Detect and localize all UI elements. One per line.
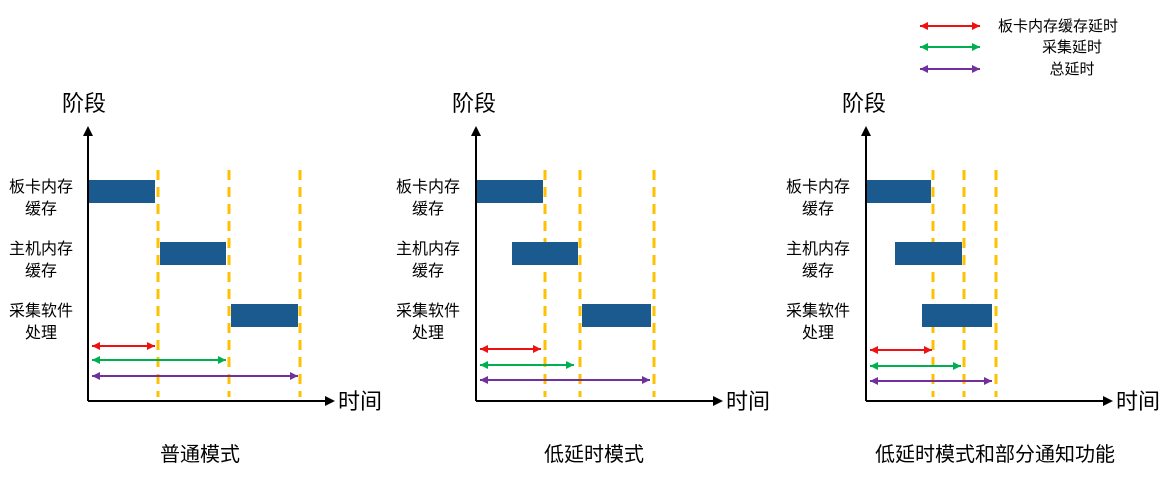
stage-bar-host-memory [895, 242, 962, 265]
stage-label: 缓存 [412, 261, 444, 280]
stage-label: 主机内存 [9, 239, 73, 258]
legend-item-board-memory-latency: 板卡内存缓存延时 [920, 17, 1118, 35]
latency-arrow-total [92, 372, 298, 380]
x-axis-label: 时间 [726, 390, 770, 415]
latency-arrow-total [870, 377, 992, 385]
stage-bar-host-memory [512, 242, 578, 265]
x-axis-label: 时间 [1116, 390, 1160, 415]
arrow-head-icon [920, 65, 928, 73]
latency-arrow-capture [870, 362, 961, 370]
stage-label: 缓存 [802, 261, 834, 280]
legend-label: 总延时 [1049, 60, 1094, 78]
panel-low-latency-mode: 阶段 时间 板卡内存 缓存 主机内存 缓存 采集软件 处理 低延时模式 [396, 92, 770, 466]
stage-label: 缓存 [802, 199, 834, 218]
stage-label: 主机内存 [786, 239, 850, 258]
latency-arrow-board-memory [92, 342, 155, 350]
legend-label: 采集延时 [1042, 38, 1102, 56]
arrow-head-icon [972, 65, 980, 73]
latency-arrow-capture [480, 361, 574, 369]
stage-label: 板卡内存 [9, 177, 73, 196]
arrow-head-icon [920, 22, 928, 30]
y-axis-label: 阶段 [842, 92, 886, 117]
stage-label: 处理 [802, 323, 834, 342]
stage-label: 处理 [412, 323, 444, 342]
latency-arrow-board-memory [870, 346, 932, 354]
panel-normal-mode: 阶段 时间 板卡内存 缓存 主机内存 缓存 采集软件 处理 普通模式 [9, 92, 382, 466]
arrow-head-icon [920, 43, 928, 51]
panel-caption: 低延时模式 [544, 442, 644, 466]
stage-bar-board-memory [89, 180, 155, 203]
legend-label: 板卡内存缓存延时 [998, 17, 1118, 35]
stage-label: 缓存 [25, 199, 57, 218]
stage-bar-host-memory [160, 242, 226, 265]
stage-label: 采集软件 [786, 301, 850, 320]
stage-bar-board-memory [867, 180, 931, 203]
stage-label: 主机内存 [396, 239, 460, 258]
stage-bar-software-processing [922, 304, 992, 327]
stage-label: 采集软件 [396, 301, 460, 320]
stage-label: 采集软件 [9, 301, 73, 320]
stage-bar-software-processing [582, 304, 651, 327]
latency-arrow-total [480, 376, 650, 384]
panel-low-latency-partial-notify: 阶段 时间 板卡内存 缓存 主机内存 缓存 采集软件 处理 低延时模式和部分通知… [786, 92, 1160, 466]
stage-bar-software-processing [231, 304, 298, 327]
stage-label: 缓存 [25, 261, 57, 280]
latency-arrow-board-memory [480, 345, 541, 353]
panel-caption: 低延时模式和部分通知功能 [875, 442, 1115, 466]
y-axis-label: 阶段 [452, 92, 496, 117]
x-axis-label: 时间 [338, 390, 382, 415]
legend-item-capture-latency: 采集延时 [920, 38, 1102, 56]
legend-item-total-latency: 总延时 [920, 60, 1095, 78]
stage-label: 缓存 [412, 199, 444, 218]
y-axis-label: 阶段 [62, 92, 106, 117]
latency-arrow-capture [92, 356, 226, 364]
stage-label: 板卡内存 [396, 177, 460, 196]
legend: 板卡内存缓存延时 采集延时 总延时 [920, 17, 1118, 78]
panel-caption: 普通模式 [160, 442, 240, 466]
arrow-head-icon [972, 43, 980, 51]
stage-bar-board-memory [477, 180, 543, 203]
arrow-head-icon [972, 22, 980, 30]
stage-label: 板卡内存 [786, 177, 850, 196]
stage-label: 处理 [25, 323, 57, 342]
